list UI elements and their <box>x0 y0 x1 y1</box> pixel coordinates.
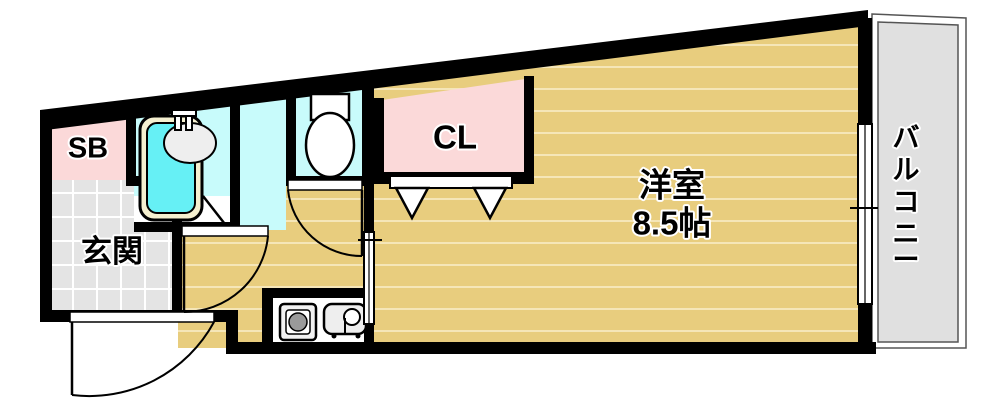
bath-door[interactable] <box>181 225 269 314</box>
stove-fixture <box>278 302 318 342</box>
balcony-area <box>871 13 967 349</box>
kitchen-sink-fixture <box>322 302 368 339</box>
label-main-room: 洋室 <box>639 167 705 204</box>
label-shoe-box: SB <box>68 133 108 165</box>
toilet-bowl-fixture <box>304 92 356 179</box>
shoe-box-area <box>50 112 126 180</box>
balcony-char-2: コ <box>893 187 920 217</box>
balcony-char-0: バ <box>893 123 920 153</box>
entrance-door[interactable] <box>69 311 215 398</box>
label-closet: CL <box>433 119 477 156</box>
closet-folding-door[interactable] <box>389 175 513 221</box>
balcony-char-1: ル <box>893 155 920 185</box>
balcony-char-3: ニ <box>893 219 920 249</box>
toilet-door[interactable] <box>287 179 364 258</box>
balcony-char-4: ー <box>893 245 920 275</box>
label-main-room-area: 8.5帖 <box>633 205 712 242</box>
balcony-sliding-door[interactable] <box>850 123 878 305</box>
label-genkan: 玄関 <box>81 234 143 269</box>
closet-area <box>382 78 532 180</box>
room-sliding-door[interactable] <box>358 231 382 325</box>
faucet-fixture <box>171 109 197 131</box>
label-balcony: バ ル コ ニ ー <box>891 121 922 277</box>
